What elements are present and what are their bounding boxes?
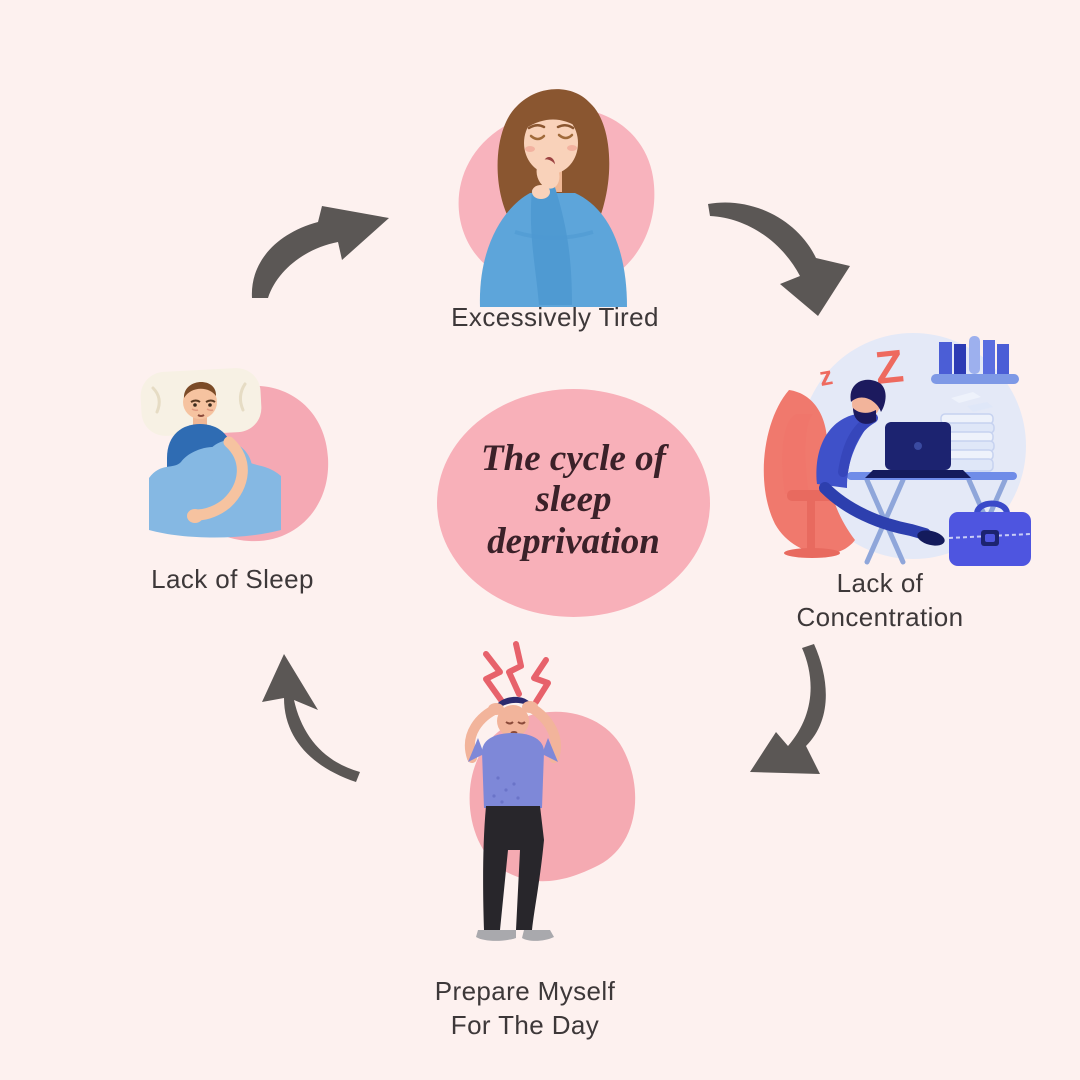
stage-label-excessively-tired: Excessively Tired <box>451 302 659 332</box>
briefcase <box>948 500 1032 566</box>
stressed-man <box>464 696 561 941</box>
arm-over-blanket <box>187 436 248 523</box>
sleeping-man <box>816 379 945 546</box>
yawning-woman-illustration <box>458 89 655 307</box>
hand-over-mouth <box>536 159 560 189</box>
arrow-lack-of-concentration-to-prepare-myself <box>750 644 826 774</box>
man-asleep-at-desk-illustration: z z Z <box>763 333 1032 566</box>
bookshelf <box>931 336 1019 384</box>
paper-stack <box>938 392 995 472</box>
arrow-excessively-tired-to-lack-of-concentration <box>708 202 850 316</box>
cycle-title: The cycle of sleep deprivation <box>481 437 666 562</box>
stressed-man-headache-illustration <box>464 641 636 941</box>
stage-label-lack-of-sleep: Lack of Sleep <box>151 564 314 594</box>
arrow-lack-of-sleep-to-excessively-tired <box>251 206 389 298</box>
center-circle: The cycle of sleep deprivation <box>437 389 710 617</box>
svg-text:z: z <box>817 360 835 392</box>
man-awake-in-bed-illustration <box>140 368 329 542</box>
laptop <box>865 422 971 478</box>
woman <box>479 89 627 307</box>
lightning-bolts <box>483 641 551 705</box>
stage-label-prepare-myself: Prepare Myself For The Day <box>434 976 616 1041</box>
stage-label-lack-of-concentration: Lack of Concentration <box>796 568 964 633</box>
arrow-prepare-myself-to-lack-of-sleep <box>262 654 360 782</box>
